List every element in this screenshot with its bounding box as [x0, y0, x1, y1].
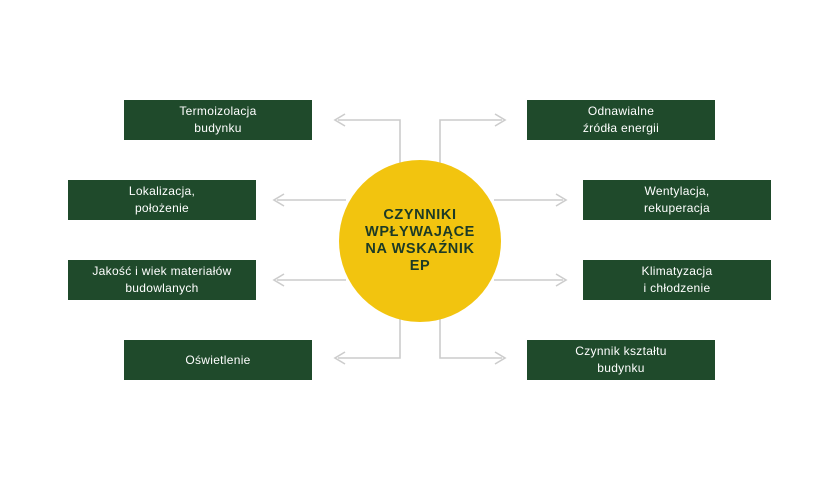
factor-oswietlenie: Oświetlenie: [124, 340, 312, 380]
factor-label: Termoizolacja budynku: [179, 104, 257, 135]
factor-czynnik-ksztaltu: Czynnik kształtu budynku: [527, 340, 715, 380]
factor-label: Odnawialne źródła energii: [582, 104, 660, 135]
connector-czynnik-ksztaltu: [439, 318, 502, 359]
factor-klimatyzacja: Klimatyzacja i chłodzenie: [583, 260, 771, 300]
arrowhead-czynnik-ksztaltu: [494, 351, 507, 365]
factor-jakosc-materialow: Jakość i wiek materiałów budowlanych: [68, 260, 256, 300]
factor-label: Klimatyzacja i chłodzenie: [641, 264, 713, 295]
center-title: CZYNNIKI WPŁYWAJĄCE NA WSKAŹNIK EP: [365, 207, 475, 274]
factor-odnawialne-zrodla: Odnawialne źródła energii: [527, 100, 715, 140]
factor-termoizolacja: Termoizolacja budynku: [124, 100, 312, 140]
factor-label: Wentylacja, rekuperacja: [643, 184, 710, 215]
center-node: CZYNNIKI WPŁYWAJĄCE NA WSKAŹNIK EP: [339, 160, 501, 322]
connector-termoizolacja: [338, 119, 401, 164]
factor-label: Lokalizacja, położenie: [128, 184, 196, 215]
arrowhead-odnawialne: [494, 113, 507, 127]
factor-lokalizacja: Lokalizacja, położenie: [68, 180, 256, 220]
factor-label: Jakość i wiek materiałów budowlanych: [92, 264, 232, 295]
connector-odnawialne: [439, 119, 502, 164]
factor-label: Oświetlenie: [185, 352, 251, 367]
arrowhead-jakosc: [272, 273, 285, 287]
arrowhead-wentylacja: [555, 193, 568, 207]
arrowhead-termoizolacja: [333, 113, 346, 127]
arrowhead-oswietlenie: [333, 351, 346, 365]
connector-oswietlenie: [338, 318, 401, 359]
arrowhead-klimatyzacja: [555, 273, 568, 287]
factor-label: Czynnik kształtu budynku: [575, 344, 667, 375]
arrowhead-lokalizacja: [272, 193, 285, 207]
factor-wentylacja: Wentylacja, rekuperacja: [583, 180, 771, 220]
